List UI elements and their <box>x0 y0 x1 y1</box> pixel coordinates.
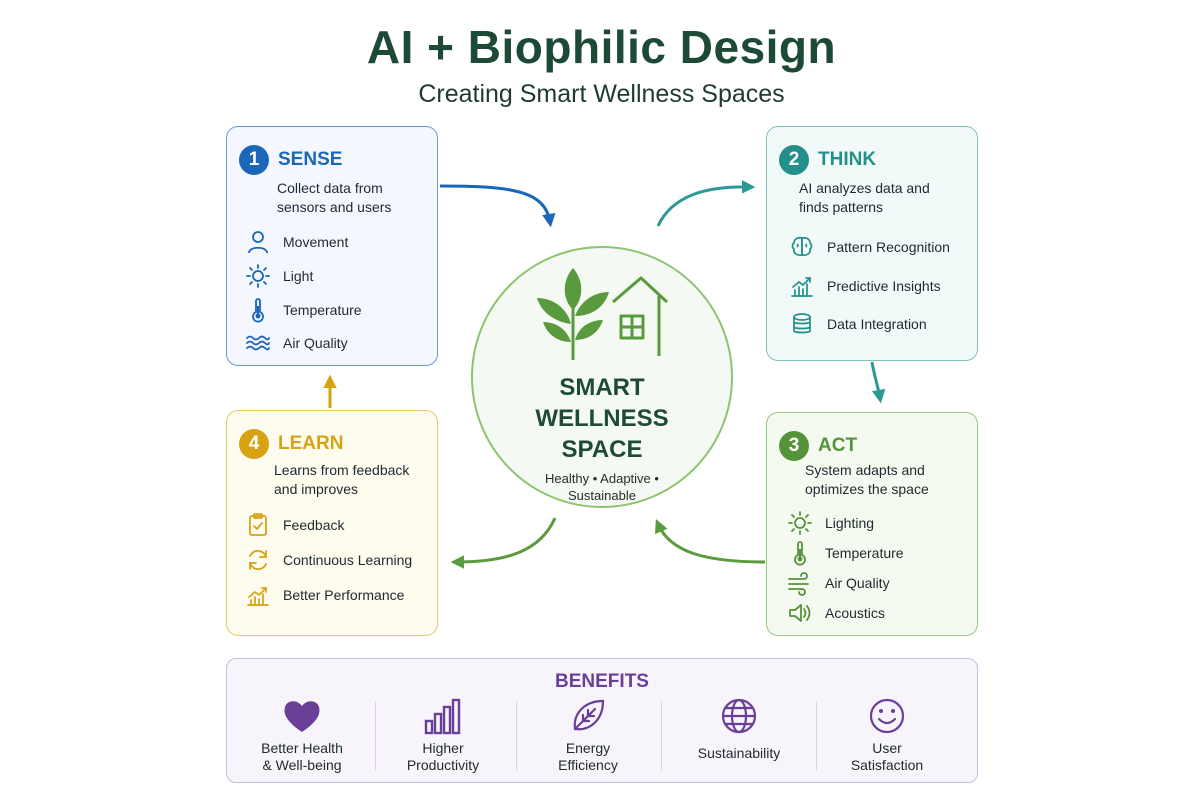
sun-icon <box>788 511 812 535</box>
benefit-separator <box>375 701 376 771</box>
think-item-label: Predictive Insights <box>827 278 941 294</box>
growth-chart-icon <box>247 587 269 606</box>
center-to-think-arrow <box>656 180 756 227</box>
sense-item-label: Movement <box>283 234 349 250</box>
learn-description: Learns from feedback and improves <box>274 462 410 497</box>
think-item-label: Data Integration <box>827 316 927 332</box>
think-item-predictive-insights: Predictive Insights <box>789 273 941 299</box>
sense-item-temperature: Temperature <box>245 297 362 323</box>
act-number-badge: 3 <box>779 431 809 461</box>
act-item-label: Acoustics <box>825 605 885 621</box>
benefit-separator <box>661 701 662 771</box>
learn-item-label: Continuous Learning <box>283 552 413 568</box>
benefit-separator <box>816 701 817 771</box>
center-to-learn-arrow <box>450 517 557 569</box>
sense-item-label: Air Quality <box>283 335 348 351</box>
act-title: ACT <box>818 435 858 456</box>
leaf-icon <box>573 699 605 731</box>
benefits-title: BENEFITS <box>555 671 649 692</box>
trend-chart-icon <box>791 277 813 297</box>
sense-to-center-arrow <box>439 184 556 228</box>
sense-item-label: Temperature <box>283 302 362 318</box>
waves-icon <box>246 335 270 351</box>
clipboard-check-icon <box>249 513 267 536</box>
benefit-label: Better Health& Well-being <box>261 740 343 773</box>
plant-house-icon <box>537 268 669 360</box>
speaker-icon <box>789 604 811 622</box>
smiley-icon <box>869 698 905 734</box>
act-item-label: Temperature <box>825 545 904 561</box>
diagram-subtitle: Creating Smart Wellness Spaces <box>418 80 785 108</box>
center-title: SMART WELLNESS SPACE <box>473 372 731 465</box>
brain-icon <box>791 236 813 257</box>
act-item-label: Air Quality <box>825 575 890 591</box>
learn-item-continuous-learning: Continuous Learning <box>245 547 412 573</box>
think-number-badge: 2 <box>779 145 809 175</box>
think-header: 2 THINK <box>779 145 876 175</box>
act-item-temperature: Temperature <box>787 540 904 566</box>
learn-number-badge: 4 <box>239 429 269 459</box>
act-description: System adapts and optimizes the space <box>805 462 929 497</box>
sense-item-air-quality: Air Quality <box>245 330 348 356</box>
think-item-data-integration: Data Integration <box>789 311 927 337</box>
sense-item-label: Light <box>283 268 314 284</box>
learn-item-label: Better Performance <box>283 587 405 603</box>
learn-item-feedback: Feedback <box>245 512 344 538</box>
act-card: 3 ACT System adapts and optimizes the sp… <box>766 412 978 636</box>
act-item-acoustics: Acoustics <box>787 600 885 626</box>
refresh-icon <box>249 549 267 571</box>
database-icon <box>793 313 811 334</box>
center-title-line: SPACE <box>561 436 643 463</box>
thermometer-icon <box>794 541 806 566</box>
globe-icon <box>721 698 757 734</box>
center-title-line: WELLNESS <box>535 405 669 432</box>
act-to-center-arrow <box>654 519 766 564</box>
sun-icon <box>246 264 270 288</box>
benefit-sustainability: Sustainability <box>664 695 814 762</box>
benefits-panel: BENEFITS Better Health& Well-being Highe… <box>226 658 978 783</box>
think-item-label: Pattern Recognition <box>827 239 950 255</box>
act-item-air-quality: Air Quality <box>787 570 890 596</box>
act-item-label: Lighting <box>825 515 875 531</box>
sense-number-badge: 1 <box>239 145 269 175</box>
think-card: 2 THINK AI analyzes data and finds patte… <box>766 126 978 361</box>
bar-chart-icon <box>424 698 461 735</box>
act-item-lighting: Lighting <box>787 510 874 536</box>
wind-icon <box>788 572 809 596</box>
think-title: THINK <box>818 149 877 170</box>
heart-icon <box>284 701 320 732</box>
learn-card: 4 LEARN Learns from feedback and improve… <box>226 410 438 636</box>
thermometer-icon <box>252 298 264 323</box>
sense-header: 1 SENSE <box>239 145 342 175</box>
think-item-pattern-recognition: Pattern Recognition <box>789 234 950 260</box>
person-icon <box>248 231 268 254</box>
sense-description: Collect data from sensors and users <box>277 180 392 215</box>
sense-item-light: Light <box>245 263 313 289</box>
sense-title: SENSE <box>278 149 343 170</box>
learn-item-label: Feedback <box>283 517 345 533</box>
learn-item-better-performance: Better Performance <box>245 582 404 608</box>
think-description: AI analyzes data and finds patterns <box>799 180 930 215</box>
center-subtitle: Healthy • Adaptive • Sustainable <box>545 471 659 503</box>
benefit-label: Sustainability <box>697 745 781 761</box>
benefit-separator <box>516 701 517 771</box>
center-title-line: SMART <box>559 374 645 401</box>
sense-item-movement: Movement <box>245 229 348 255</box>
sense-card: 1 SENSE Collect data from sensors and us… <box>226 126 438 366</box>
diagram-title: AI + Biophilic Design <box>366 21 837 73</box>
act-header: 3 ACT <box>779 431 857 461</box>
learn-header: 4 LEARN <box>239 429 343 459</box>
think-to-act-arrow <box>870 361 886 404</box>
smart-wellness-space-hub: SMART WELLNESS SPACE Healthy • Adaptive … <box>471 246 733 508</box>
learn-title: LEARN <box>278 433 344 454</box>
benefit-better-health: Better Health& Well-being <box>227 695 377 774</box>
